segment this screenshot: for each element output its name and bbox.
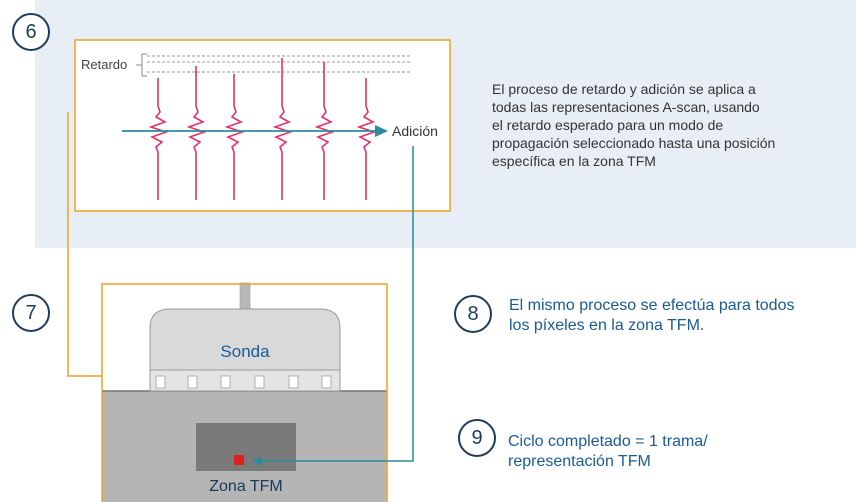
- step6-description: El proceso de retardo y adición se aplic…: [492, 80, 842, 170]
- adicion-label: Adición: [392, 123, 438, 139]
- step6-line: todas las representaciones A-scan, usand…: [492, 99, 760, 115]
- tfm-zone-box: [196, 423, 296, 471]
- step7-connector-line: [67, 112, 102, 377]
- ascan-signal-trace: [224, 74, 245, 200]
- return-arrowhead: [252, 456, 262, 466]
- ascan-signal-trace: [148, 78, 169, 200]
- step6-line: propagación seleccionado hasta una posic…: [492, 135, 776, 151]
- step9-line: representación TFM: [508, 453, 651, 470]
- probe-frame: [101, 283, 388, 391]
- step6-line: el retardo esperado para un modo de: [492, 117, 724, 133]
- step8-description: El mismo proceso se efectúa para todos l…: [509, 296, 829, 336]
- step8-line: El mismo proceso se efectúa para todos: [509, 297, 795, 314]
- probe-body: [149, 308, 341, 371]
- step8-line: los píxeles en la zona TFM.: [509, 317, 705, 334]
- probe-element-row: [149, 369, 341, 392]
- probe-elements: [155, 375, 332, 389]
- step-8-badge: 8: [454, 295, 492, 333]
- ascan-signal-trace: [356, 78, 377, 200]
- ascan-signals: [148, 58, 377, 200]
- adicion-arrowhead: [375, 125, 388, 137]
- ascan-signal-trace: [186, 66, 207, 200]
- zona-tfm-label: Zona TFM: [209, 478, 283, 495]
- step9-line: Ciclo completado = 1 trama/: [508, 433, 708, 450]
- step6-line: específica en la zona TFM: [492, 153, 656, 169]
- return-arrow-line: [262, 146, 414, 462]
- step-6-badge: 6: [12, 13, 50, 51]
- tfm-pixel: [234, 455, 244, 465]
- retardo-label: Retardo: [81, 57, 128, 72]
- ascan-frame: [74, 39, 451, 212]
- step-9-badge: 9: [458, 419, 496, 457]
- step9-description: Ciclo completado = 1 trama/ representaci…: [508, 432, 828, 472]
- retardo-bracket: [136, 53, 147, 77]
- step-7-badge: 7: [12, 294, 50, 332]
- probe-cable: [239, 282, 251, 310]
- sonda-label: Sonda: [220, 342, 270, 361]
- step6-line: El proceso de retardo y adición se aplic…: [492, 81, 756, 97]
- ascan-signal-trace: [272, 58, 293, 200]
- ascan-signal-trace: [314, 62, 335, 200]
